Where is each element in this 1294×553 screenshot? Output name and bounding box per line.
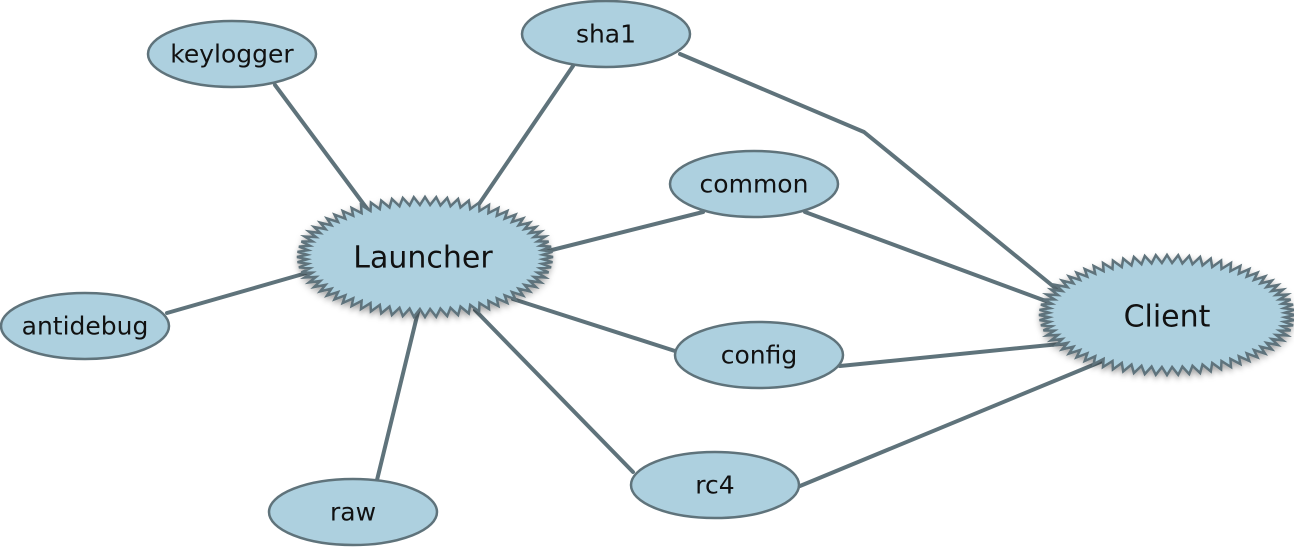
edge-launcher-rc4 [473, 308, 635, 474]
node-config-label: config [721, 341, 798, 370]
node-sha1-shape [520, 0, 692, 69]
edge-launcher-keylogger [273, 83, 370, 212]
node-keylogger-label: keylogger [170, 40, 294, 69]
node-common[interactable]: common [668, 149, 840, 219]
node-config[interactable]: config [673, 320, 845, 390]
node-keylogger[interactable]: keylogger [146, 19, 318, 89]
edge-launcher-antidebug [165, 270, 312, 315]
node-launcher[interactable]: Launcher [296, 194, 554, 320]
node-antidebug-shape [0, 291, 171, 361]
node-raw-shape [267, 477, 439, 547]
node-config-shape [673, 320, 845, 390]
edge-launcher-sha1 [475, 64, 575, 209]
node-antidebug-label: antidebug [22, 312, 149, 341]
node-common-label: common [700, 170, 809, 199]
edge-common-client [803, 210, 1064, 309]
node-rc4[interactable]: rc4 [629, 450, 801, 520]
edge-launcher-config [511, 297, 677, 353]
node-rc4-label: rc4 [695, 471, 734, 500]
edge-rc4-client [798, 358, 1107, 488]
node-raw[interactable]: raw [267, 477, 439, 547]
node-client[interactable]: Client [1038, 252, 1294, 378]
node-launcher-label: Launcher [353, 241, 493, 276]
edge-config-client [838, 341, 1072, 368]
node-antidebug[interactable]: antidebug [0, 291, 171, 361]
node-sha1-label: sha1 [576, 20, 636, 49]
edges [165, 52, 1107, 488]
edge-sha1-client [678, 52, 1072, 302]
edge-launcher-raw [375, 310, 420, 482]
node-common-shape [668, 149, 840, 219]
edge-launcher-common [538, 210, 705, 255]
node-client-label: Client [1124, 300, 1211, 335]
node-keylogger-shape [146, 19, 318, 89]
node-rc4-shape [629, 450, 801, 520]
node-sha1[interactable]: sha1 [520, 0, 692, 69]
node-launcher-shape [296, 194, 554, 320]
node-raw-label: raw [330, 498, 376, 527]
node-client-shape [1038, 252, 1294, 378]
